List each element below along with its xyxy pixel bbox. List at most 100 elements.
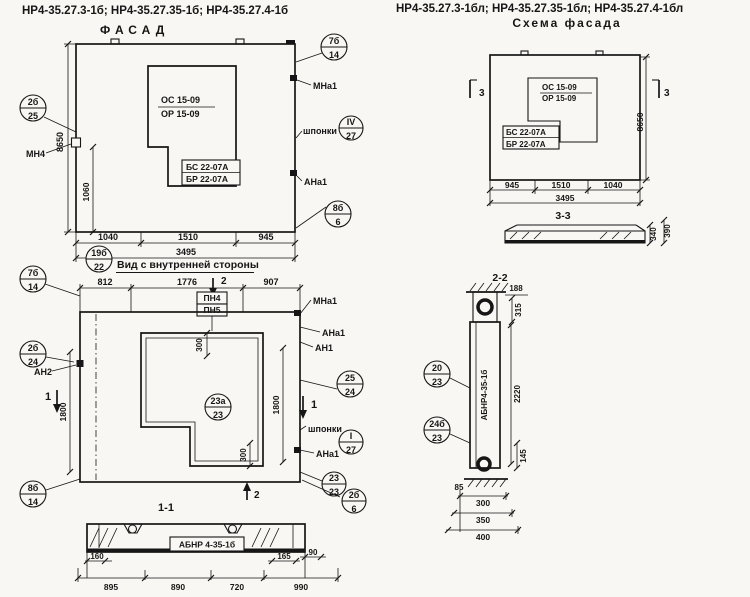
anchor-marker [294,447,301,453]
section-label: 3 [664,88,670,99]
hatching [509,231,632,240]
section-2-2-bottom-dims: 300 350 400 [444,490,522,542]
section-1-1-title: 1-1 [158,502,174,514]
leader-line [295,130,303,139]
callout-2b-25: 2б 25 [19,94,77,133]
dim-300-bottom: 300 [239,439,254,470]
dim-85: 85 [455,483,464,492]
scheme-bottom-dims: 945 1510 1040 3495 [486,180,644,207]
label-pn5: ПН5 [204,305,221,315]
section-2-2-title: 2-2 [492,272,507,284]
callout-top: 2б [28,97,39,107]
scheme-box-mark-top: БС 22-07А [506,128,546,137]
callout-top: I [350,431,353,441]
callout-bottom: 6 [335,217,340,227]
anchor-marker [290,75,297,81]
callout-bottom: 14 [28,497,38,507]
dim-1800-right: 1800 [271,344,287,466]
callout-top: 24б [429,419,445,429]
callout-bottom: 25 [28,111,38,121]
dim-8650: 8650 [55,132,65,152]
facade-box-mark-bottom: БР 22-07А [186,174,228,184]
dim-945: 945 [505,180,519,190]
svg-text:2220: 2220 [513,385,522,403]
leader-line [299,326,321,333]
dim-400: 400 [476,532,490,542]
section-1-mark-left: 1 [45,390,61,413]
lifting-loop [110,38,120,45]
section-1-mark-right: 1 [299,396,317,419]
dim-350: 350 [476,515,490,525]
callout-bottom: 23 [432,377,442,387]
dim-90: 90 [309,548,318,557]
label-abnr: АБНР 4-35-1б [179,540,235,550]
section-label: 2 [221,276,227,287]
inner-view: 19б 22 Вид с внутренней стороны 812 1776… [19,245,367,514]
dim-1800-left: 1800 [58,348,74,476]
top-anchor-ring [476,298,494,316]
callout-top: 20 [432,363,442,373]
callout-top: 19б [91,248,107,258]
callout-top: 2б [28,343,39,353]
lifting-loop [595,50,604,56]
section-3-3-title: 3-3 [555,210,570,222]
section-3-mark-left: 3 [469,79,485,99]
section-2-2: 2-2 188 315 АБНР4-35-1б 2220 20 23 [423,272,528,542]
label-ana1: АНа1 [322,328,345,338]
dim-165: 165 [277,552,291,561]
facade-bottom-dims: 1040 1510 945 3495 [72,232,299,262]
label-shponki: шпонки [308,424,342,434]
callout-top: 25 [345,373,355,383]
callout-top: 2б [349,490,360,500]
dim-1510: 1510 [178,232,198,242]
svg-text:300: 300 [239,448,248,462]
anchor-mn4-marker [70,137,82,148]
label-mna1: МНа1 [313,296,337,306]
callout-top: IV [347,117,356,127]
callout-bottom: 6 [351,504,356,514]
hatching [469,282,509,292]
label-mna1: МНа1 [313,81,337,91]
dim-1060: 1060 [81,182,91,201]
inner-top-dims: 812 1776 907 [76,277,304,312]
section-label: 1 [311,399,317,411]
label-ana1: АНа1 [316,449,339,459]
dim-300-top: 300 [195,329,211,360]
scheme-box-mark-bottom: БР 22-07А [506,140,546,149]
hatching [467,478,507,488]
dim-3495: 3495 [176,247,196,257]
label-abnr-vertical: АБНР4-35-1б [480,370,489,421]
callout-19b-22: 19б 22 [85,245,113,273]
callout-bottom: 24 [28,357,38,367]
section-1-1-dims: 160 165 90 895 890 720 990 [74,548,342,592]
hatching [89,527,280,548]
dim-160: 160 [90,552,104,561]
dim-907: 907 [263,277,278,287]
dowel-circle [227,524,238,534]
callout-2b-6: 2б 6 [301,479,367,514]
section-3-mark-right: 3 [652,79,670,99]
leader-line [296,79,312,86]
dim-890: 890 [171,582,185,592]
leader-line [45,143,72,154]
facade-left-dims: 8650 1060 [55,40,97,236]
facade-window-mark-top: ОС 15-09 [161,95,200,105]
callout-20-23: 20 23 [423,360,471,389]
panel-section-body [469,321,501,469]
callout-top: 8б [333,203,344,213]
label-ana1: АНа1 [304,177,327,187]
inner-window-frame-outer [140,332,264,467]
scheme-right-dim: 8650 [635,53,650,184]
inner-view-title: Вид с внутренней стороны [117,259,259,271]
label-pn4: ПН4 [204,293,221,303]
section-3-3-slopes [504,224,646,232]
facade-title: ФАСАД [100,23,169,37]
leader-line [299,299,312,315]
svg-text:300: 300 [195,338,204,352]
callout-bottom: 14 [28,282,38,292]
callout-7b-14-inner: 7б 14 [19,265,81,297]
facade-scheme: ОС 15-09 ОР 15-09 БС 22-07А БР 22-07А 3 … [469,50,670,207]
svg-text:315: 315 [514,303,523,317]
label-an1: АН1 [315,343,333,353]
